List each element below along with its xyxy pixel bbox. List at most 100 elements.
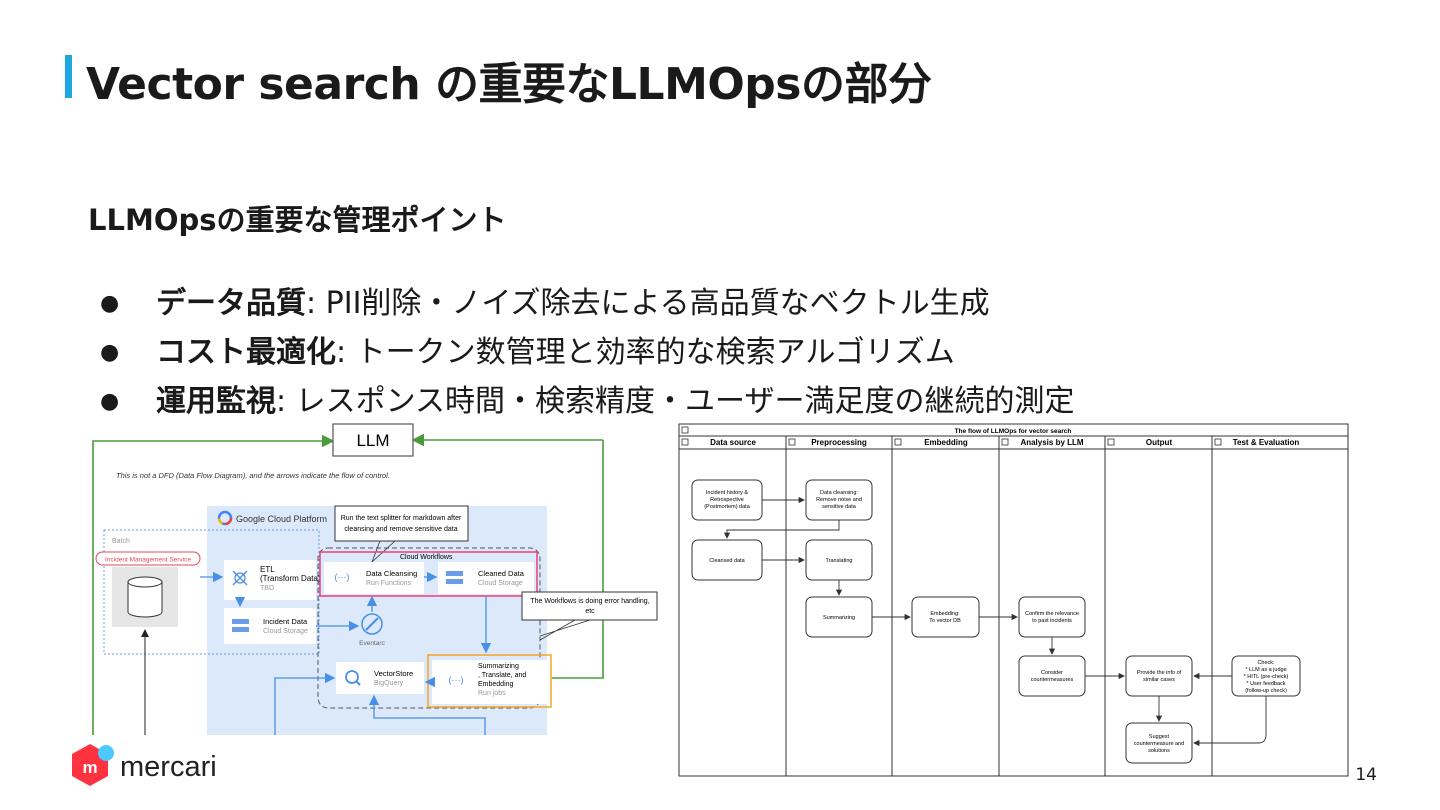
llm-box (332, 423, 414, 457)
cleansing-highlight-box (319, 551, 538, 597)
section-heading: LLMOpsの重要な管理ポイント (88, 203, 507, 237)
page-title: Vector search の重要なLLMOpsの部分 (86, 59, 932, 110)
bullet-dot-icon: ● (100, 291, 120, 316)
callout-line: The Workflows is doing error handling, (530, 598, 649, 605)
google-cloud-logo-icon (217, 510, 233, 526)
summarizing-title: Summarizing (478, 663, 519, 670)
etl-gear-icon (232, 570, 248, 586)
bullet-dot-icon: ● (100, 340, 120, 365)
callout-box (521, 591, 658, 621)
eventarc-icon (361, 613, 383, 635)
page-number: 14 (1355, 765, 1377, 785)
diagram-note: This is not a DFD (Data Flow Diagram), a… (116, 471, 390, 480)
incident-data-node (224, 608, 316, 644)
lane-header: Analysis by LLM (1020, 438, 1083, 447)
lane-header: Output (1146, 438, 1173, 447)
control-flow-line (552, 440, 604, 679)
node-line: to past incidents (1032, 618, 1072, 624)
node-line: Incident history & (706, 490, 749, 496)
database-icon (127, 576, 163, 618)
vectorstore-sub: BigQuery (374, 680, 404, 687)
node-line: * LLM as a judge (1245, 667, 1286, 673)
storage-icon (446, 571, 463, 584)
mercari-logo-mark-icon: m (72, 744, 114, 786)
node-line: solutions (1148, 748, 1170, 754)
summarizing-sub: Run jobs (478, 690, 506, 697)
flow-arrow (274, 672, 336, 735)
gcp-label: Google Cloud Platform (236, 514, 327, 524)
run-jobs-icon: (···) (449, 675, 464, 685)
node-line: (follow-up check) (1245, 688, 1287, 694)
node-line: Provide the info of (1137, 670, 1182, 676)
node-line: Data cleansing: (820, 490, 858, 496)
flow-arrow (368, 694, 486, 735)
node-line: * User feedback (1246, 681, 1285, 687)
callout-line: Run the text splitter for markdown after (341, 515, 462, 522)
logo-wordmark: mercari (120, 751, 217, 783)
data-cleansing-sub: Run Functions (366, 580, 412, 587)
node-line: Confirm the relevance (1025, 611, 1079, 617)
node-line: (Postmortem) data (704, 504, 750, 510)
cleaned-data-title: Cleaned Data (478, 569, 525, 578)
callout-line: etc (585, 608, 595, 615)
node-line: Summarizing (823, 615, 855, 621)
node-line: Consider (1041, 670, 1063, 676)
node-line: Retrospective (710, 497, 744, 503)
node-line: To vector DB (929, 618, 961, 624)
eventarc-label: Eventarc (359, 640, 385, 647)
etl-title-2: (Transform Data) (260, 574, 321, 583)
data-cleansing-node (324, 562, 424, 594)
node-line: * HITL (pre-check) (1244, 674, 1289, 680)
incident-data-title: Incident Data (263, 617, 308, 626)
lane-header: Data source (710, 438, 756, 447)
batch-label: Batch (112, 538, 130, 545)
node-line: Check: (1257, 660, 1275, 666)
callout-line: cleansing and remove sensitive data (344, 526, 457, 533)
node-line: similar cases (1143, 677, 1175, 683)
mercari-logo: m mercari (72, 744, 217, 786)
summarizing-node (432, 660, 548, 704)
callout-box (334, 505, 469, 542)
storage-icon (232, 619, 249, 632)
functions-icon: (···) (335, 572, 350, 582)
lane-header: Test & Evaluation (1233, 438, 1300, 447)
cloud-workflows-label: Cloud Workflows (400, 554, 453, 561)
bullet-text: : レスポンス時間・検索精度・ユーザー満足度の継続的測定 (276, 384, 1075, 419)
bigquery-icon (345, 670, 361, 686)
summarizing-title: , Translate, and (478, 672, 526, 679)
etl-title-1: ETL (260, 565, 275, 574)
cleaned-data-sub: Cloud Storage (478, 580, 523, 587)
etl-node (224, 560, 316, 600)
vectorstore-title: VectorStore (374, 669, 413, 678)
bullet-term: データ品質 (156, 286, 306, 321)
lane-header: Embedding (924, 438, 968, 447)
incident-data-sub: Cloud Storage (263, 628, 308, 635)
node-line: Suggest (1149, 734, 1170, 740)
bullet-term: 運用監視 (156, 384, 276, 419)
flow-title: The flow of LLMOps for vector search (955, 428, 1072, 435)
lane-header: Preprocessing (811, 438, 867, 447)
bullet-text: : トークン数管理と効率的な検索アルゴリズム (336, 335, 955, 370)
summarizing-title: Embedding (478, 681, 514, 688)
bullet-item: ● 運用監視: レスポンス時間・検索精度・ユーザー満足度の継続的測定 (100, 376, 1074, 420)
node-line: Translating (825, 558, 852, 564)
logo-mark-letter: m (82, 758, 97, 777)
etl-sub: TBD (260, 585, 274, 592)
node-line: sensitive data (822, 504, 857, 510)
bullet-item: ●データ品質: PII削除・ノイズ除去による高品質なベクトル生成 (100, 278, 990, 322)
node-line: countermeasures (1031, 677, 1074, 683)
bullet-item: ● コスト最適化: トークン数管理と効率的な検索アルゴリズム (100, 327, 955, 371)
cloud-workflows-area (317, 547, 541, 709)
batch-area (103, 529, 320, 655)
vectorstore-node (336, 662, 424, 694)
data-cleansing-title: Data Cleansing (366, 569, 417, 578)
cleaned-data-node (438, 562, 534, 594)
bullet-term: コスト最適化 (156, 335, 336, 370)
bullet-dot-icon: ● (100, 389, 120, 414)
incident-service-label: Incident Management Service (105, 557, 191, 564)
callout-pointer (539, 619, 591, 641)
incident-service-pill (95, 551, 201, 566)
node-line: Embedding: (930, 611, 960, 617)
node-line: Remove noise and (816, 497, 862, 503)
